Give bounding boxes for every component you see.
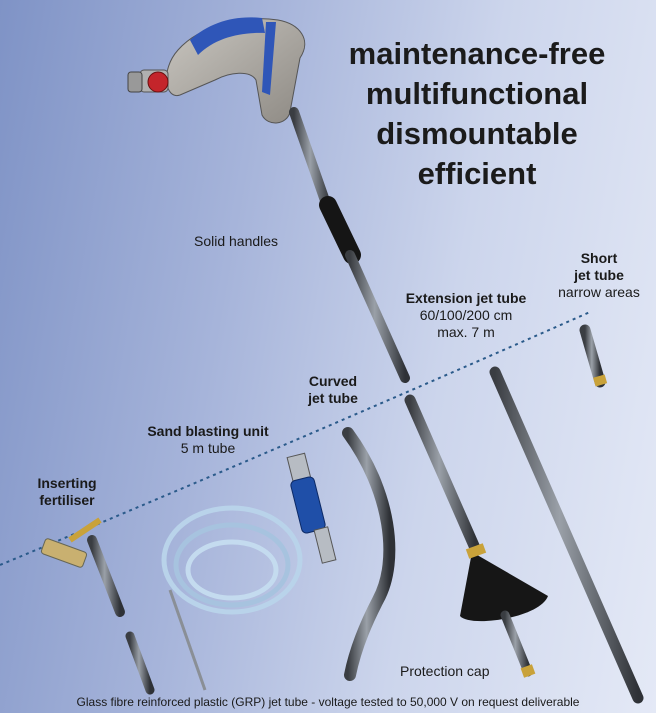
short-jet-tube bbox=[579, 324, 606, 388]
label-extension-jet-tube-line2: 60/100/200 cm bbox=[419, 307, 513, 323]
footer-note: Glass fibre reinforced plastic (GRP) jet… bbox=[76, 695, 580, 709]
label-short-jet-tube-line2: jet tube bbox=[574, 267, 624, 283]
label-short-jet-tube: Short jet tube narrow areas bbox=[548, 250, 650, 301]
label-inserting-fertiliser: Inserting fertiliser bbox=[26, 475, 108, 509]
label-extension-jet-tube-line3: max. 7 m bbox=[437, 324, 495, 340]
label-sand-blasting-unit-line2: 5 m tube bbox=[180, 440, 236, 456]
headline-line-4: efficient bbox=[417, 156, 537, 191]
spray-gun-handle bbox=[127, 17, 306, 124]
extension-jet-tube-with-cap bbox=[404, 394, 481, 554]
label-short-jet-tube-line3: narrow areas bbox=[558, 284, 640, 300]
label-sand-blasting-unit: Sand blasting unit 5 m tube bbox=[134, 423, 282, 457]
lance-grip bbox=[319, 196, 361, 264]
headline-line-2: multifunctional bbox=[365, 76, 589, 111]
label-curved-jet-tube: Curved jet tube bbox=[298, 373, 368, 407]
protection-cap-shape bbox=[460, 552, 548, 622]
label-extension-jet-tube: Extension jet tube 60/100/200 cm max. 7 … bbox=[390, 290, 542, 341]
headline-line-3: dismountable bbox=[376, 116, 578, 151]
lance-tube-lower bbox=[345, 250, 410, 383]
label-protection-cap: Protection cap bbox=[400, 663, 490, 679]
extension-jet-tube-long bbox=[489, 366, 644, 704]
headline: maintenance-free multifunctional dismoun… bbox=[318, 34, 636, 194]
label-sand-blasting-unit-line1: Sand blasting unit bbox=[147, 423, 269, 439]
label-inserting-fertiliser-line2: fertiliser bbox=[39, 492, 95, 508]
label-solid-handles: Solid handles bbox=[194, 233, 279, 249]
headline-line-1: maintenance-free bbox=[348, 36, 606, 71]
label-inserting-fertiliser-line1: Inserting bbox=[37, 475, 97, 491]
label-short-jet-tube-line1: Short bbox=[580, 250, 618, 266]
label-curved-jet-tube-line1: Curved bbox=[308, 373, 358, 389]
label-curved-jet-tube-line2: jet tube bbox=[308, 390, 358, 406]
curved-jet-tube bbox=[342, 427, 396, 681]
label-extension-jet-tube-line1: Extension jet tube bbox=[405, 290, 527, 306]
fertiliser-tube bbox=[40, 517, 155, 695]
sand-blasting-unit bbox=[161, 452, 337, 691]
